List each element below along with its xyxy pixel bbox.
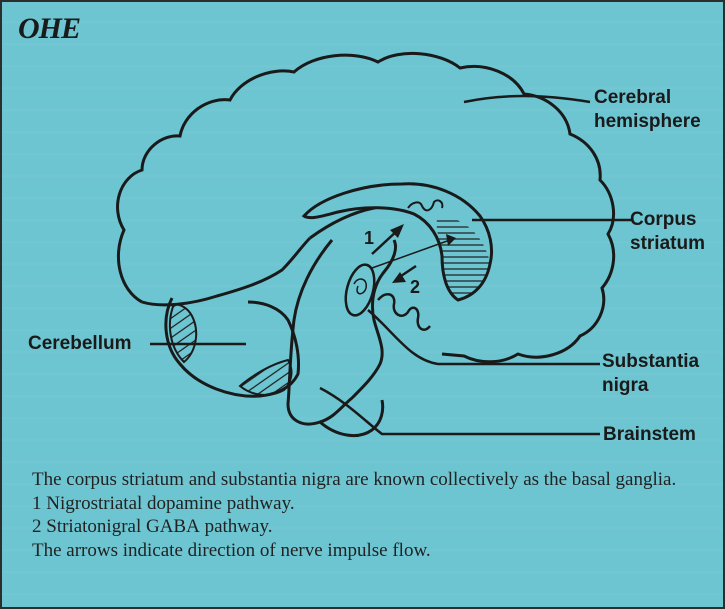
leader-brainstem [320,388,600,434]
label-substantia-nigra: Substantia nigra [602,350,699,398]
caption-line-1: The corpus striatum and substantia nigra… [32,468,712,492]
caption-item-1: 1 Nigrostriatal dopamine pathway. [32,492,712,516]
pathway-number-2: 2 [410,277,420,298]
label-line: nigra [602,374,699,398]
label-cerebellum: Cerebellum [28,332,131,356]
caption-item-2: 2 Striatonigral GABA pathway. [32,515,712,539]
leader-substantia [368,310,600,364]
label-brainstem: Brainstem [603,423,696,447]
caption-line-4: The arrows indicate direction of nerve i… [32,539,712,563]
label-line: striatum [630,232,705,256]
cerebellum-hatch-b [240,360,291,395]
caption-item-2-rest: pathway. [200,516,273,537]
caption-gaba: GABA [146,516,200,537]
midbrain-squiggle [378,294,430,329]
figure-caption: The corpus striatum and substantia nigra… [32,468,712,562]
label-line: Substantia [602,350,699,374]
label-line: hemisphere [594,110,701,134]
leader-cerebral [464,96,590,102]
pathway-number-1: 1 [364,228,374,249]
label-line: Cerebral [594,86,701,110]
brainstem-shape [288,240,396,424]
label-cerebral-hemisphere: Cerebral hemisphere [594,86,701,134]
temporal-lobe-outline [142,238,310,305]
label-corpus-striatum: Corpus striatum [630,208,705,256]
caption-item-2-num: 2 Striatonigral [32,516,146,537]
label-line: Corpus [630,208,705,232]
